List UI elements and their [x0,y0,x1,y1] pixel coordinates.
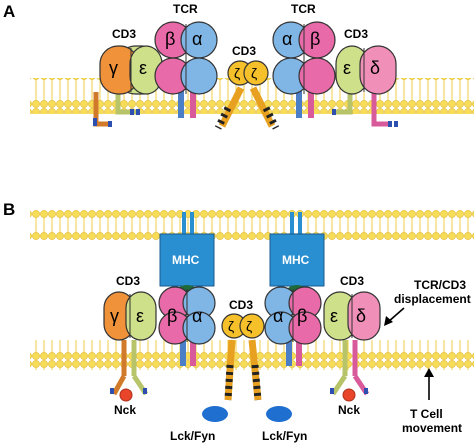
beta-right-label-b: β [297,306,307,326]
epsilon-left-label-b: ε [136,306,144,326]
zeta-2-label-a: ζ [251,65,257,81]
lck-fyn-right [266,406,292,422]
cd3-zeta-dimer-a: CD3 ζ ζ [214,44,280,130]
nck-right-label: Nck [338,403,360,417]
tcr-left: TCR β α [154,2,218,118]
delta-label-b: δ [356,306,366,326]
gamma-label-b: γ [110,306,119,326]
nck-left-label: Nck [114,403,136,417]
alpha-left-label-a: α [192,29,202,49]
cd3-left-label-a: CD3 [112,27,136,41]
delta-label-a: δ [370,58,380,78]
epsilon-right-label-a: ε [343,58,351,78]
mhc-left-label: MHC [172,253,200,267]
membrane-b-top [30,210,474,240]
epsilon-left-label-a: ε [139,58,147,78]
cd3-zeta-label-b: CD3 [229,298,253,312]
zeta-1-label-b: ζ [228,318,234,334]
tcr-left-b: β α [158,286,216,366]
beta-left-label-a: β [165,29,175,49]
mhc-right-label: MHC [282,253,310,267]
movement-annotation: T Cell movement [402,368,462,435]
displacement-annotation: TCR/CD3 displacement [384,278,471,326]
nck-right-dot [342,388,356,402]
mhc-left: MHC [159,212,215,297]
cd3-zeta-label-a: CD3 [232,44,256,58]
tcr-right-label-a: TCR [291,2,316,16]
lck-fyn-left [202,406,228,422]
displacement-arrowhead [384,316,393,326]
beta-left-label-b: β [167,306,177,326]
cd3-left-label-b: CD3 [116,274,140,288]
panel-a-letter: A [3,2,15,21]
nck-left-dot [119,388,133,402]
cd3-gamma-epsilon-left-b: CD3 γ ε Nck [103,274,157,417]
alpha-left-label-b: α [192,306,202,326]
tcr-left-label-a: TCR [173,2,198,16]
displacement-arrow [387,307,405,323]
cd3-epsilon-delta-right: CD3 ε δ [332,27,398,127]
alpha-right-label-b: α [273,306,283,326]
cd3-zeta-dimer-b: CD3 ζ ζ Lck/Fyn Lck/Fyn [170,298,307,443]
panel-a: A CD3 γ ε [3,2,474,130]
mhc-right: MHC [269,212,325,297]
movement-line-1: T Cell [410,407,443,421]
lck-fyn-right-label: Lck/Fyn [262,429,307,443]
zeta-1-label-a: ζ [234,65,240,81]
panel-b-letter: B [3,200,15,219]
gamma-label-a: γ [109,58,118,78]
alpha-right-label-a: α [282,29,292,49]
tcr-right-b: α β [264,286,322,366]
displacement-line-2: displacement [394,292,471,306]
cd3-gamma-epsilon-left: CD3 γ ε [93,27,163,127]
cd3-right-label-b: CD3 [340,274,364,288]
epsilon-right-label-b: ε [330,306,338,326]
cd3-right-label-a: CD3 [344,27,368,41]
movement-line-2: movement [402,421,462,435]
movement-arrowhead [424,368,434,377]
tcr-right: TCR α β [272,2,336,118]
zeta-2-label-b: ζ [246,318,252,334]
panel-b: B MHC MHC [3,200,474,443]
displacement-line-1: TCR/CD3 [414,278,466,292]
cd3-epsilon-delta-right-b: CD3 ε δ Nck [323,274,381,417]
lck-fyn-left-label: Lck/Fyn [170,429,215,443]
beta-right-label-a: β [310,29,320,49]
